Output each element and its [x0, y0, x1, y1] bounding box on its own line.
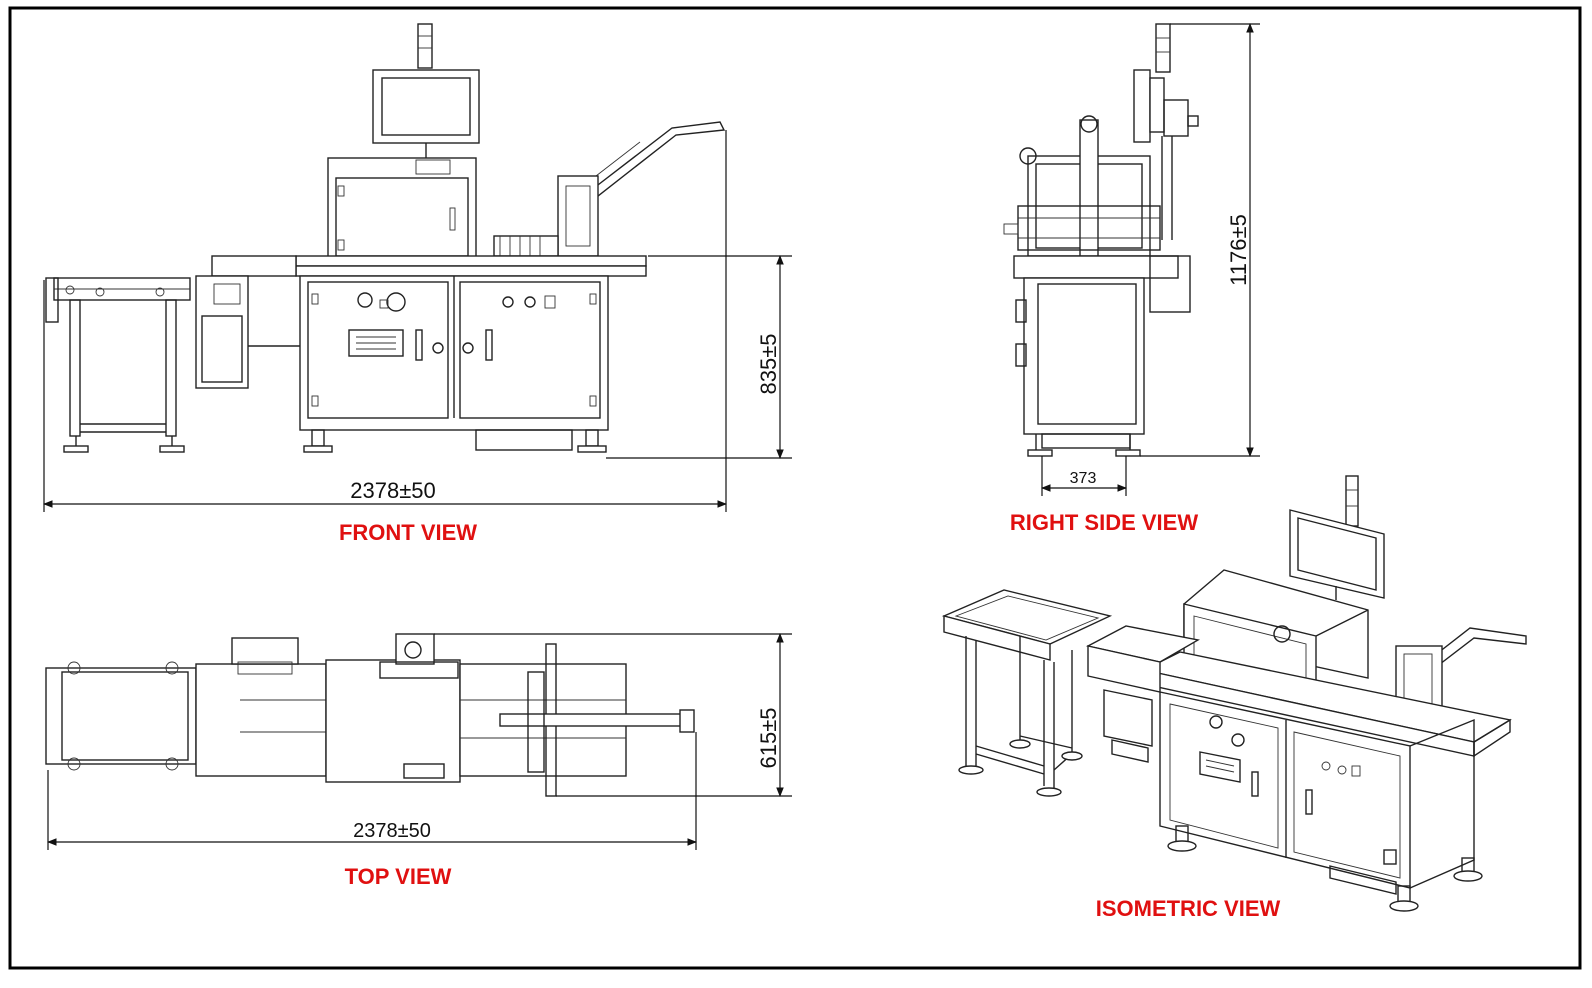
top-width-dim-text: 2378±50 — [353, 820, 431, 842]
right-height-dimension: 1176±5 — [1140, 23, 1260, 457]
front-view — [45, 23, 726, 453]
right-height-dim-text: 1176±5 — [1226, 214, 1251, 286]
top-width-dimension: 2378±50 — [47, 732, 697, 850]
right-depth-dim-text: 373 — [1070, 470, 1097, 487]
top-depth-dimension: 615±5 — [434, 633, 792, 797]
top-view-label: TOP VIEW — [345, 864, 452, 889]
front-view-label: FRONT VIEW — [339, 520, 477, 545]
front-height-dim-text: 835±5 — [756, 333, 781, 394]
front-height-dimension: 835±5 — [606, 255, 792, 459]
isometric-view-label: ISOMETRIC VIEW — [1096, 896, 1281, 921]
isometric-view — [941, 475, 1527, 912]
top-depth-dim-text: 615±5 — [756, 707, 781, 768]
front-width-dimension: 2378±50 — [43, 130, 727, 512]
front-width-dim-text: 2378±50 — [350, 478, 436, 503]
right-side-view-label: RIGHT SIDE VIEW — [1010, 510, 1198, 535]
right-depth-dimension: 373 — [1041, 456, 1127, 496]
top-view — [45, 633, 695, 797]
right-side-view — [1003, 23, 1199, 457]
